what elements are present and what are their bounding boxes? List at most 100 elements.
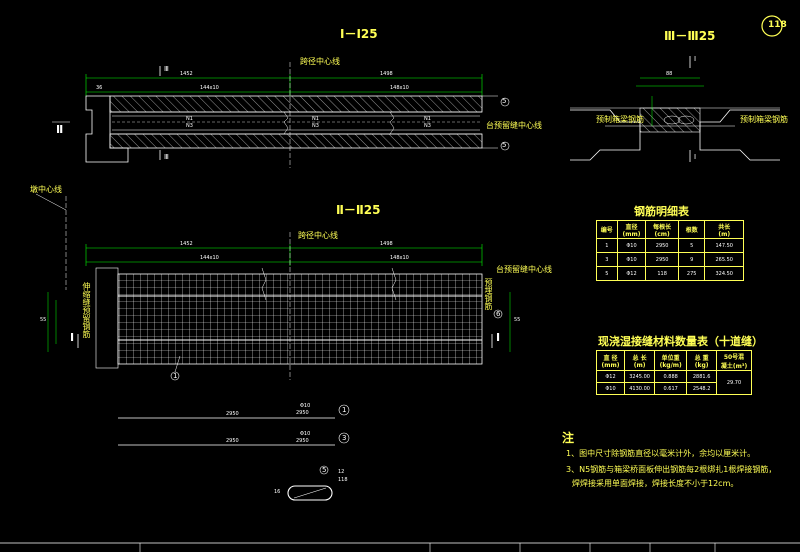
rebar-th-no: 编号 xyxy=(596,220,618,239)
abutment-gap-label-top: 台预留缝中心线 xyxy=(486,121,542,130)
mat-cell: 2881.6 xyxy=(686,370,718,383)
rebar-cell: 1 xyxy=(596,238,618,253)
phi10-bar1: Φ10 xyxy=(300,403,311,409)
section-mark-I-left: Ⅰ xyxy=(70,331,75,344)
view-title-I: Ⅰ－Ⅰ25 xyxy=(340,27,378,41)
pier-center-leader xyxy=(35,193,67,290)
section-mark-I-bottom: Ⅰ xyxy=(694,153,697,161)
mat-cell: 4130.00 xyxy=(624,382,656,395)
dim-1498-top: 1498 xyxy=(380,71,393,77)
length-bar1: 2950 xyxy=(296,410,309,416)
dim-36: 36 xyxy=(96,85,103,91)
dim-148x10-top: 148x10 xyxy=(390,85,409,91)
span-center-label-top: 跨径中心线 xyxy=(300,57,340,66)
mat-th-unit: 单位重 (kg/m) xyxy=(654,350,688,371)
rebar-details xyxy=(118,404,350,501)
rebar-th-count: 根数 xyxy=(677,220,706,239)
section-mark-III-bottom: Ⅲ xyxy=(164,153,169,161)
rebar-th-dia: 直径 (mm) xyxy=(616,220,647,239)
precast-rebar-label-right: 预制箱梁钢筋 xyxy=(740,115,788,124)
border-frame xyxy=(0,542,800,552)
table-row: 1 Φ10 2950 5 147.50 xyxy=(596,238,744,253)
mat-cell-concrete: 29.70 xyxy=(716,370,752,395)
rebar-cell: 2950 xyxy=(645,238,679,253)
rebar-cell: 118 xyxy=(645,266,679,281)
embedded-rebar-label: 预埋钢筋 xyxy=(484,278,493,310)
abutment-gap-label-mid: 台预留缝中心线 xyxy=(496,265,552,274)
view-III-section xyxy=(570,56,780,162)
dim-88: 88 xyxy=(666,71,673,77)
rebar-cell: 147.50 xyxy=(704,238,744,253)
rebar-N3-a: N3 xyxy=(186,123,193,129)
rebar-th-total: 共长 (m) xyxy=(704,220,744,239)
table-row: Φ12 3245.00 0.888 2881.6 29.70 xyxy=(595,370,752,395)
dim-55-right: 55 xyxy=(514,317,521,323)
dim-2950-bar3: 2950 xyxy=(226,438,239,444)
view-title-III: Ⅲ－Ⅲ25 xyxy=(664,29,716,43)
callout-3-bar: 3 xyxy=(342,434,347,442)
rebar-cell: Φ10 xyxy=(616,252,647,267)
sheet-number: 118 xyxy=(768,20,787,30)
section-mark-III-top: Ⅲ xyxy=(164,65,169,73)
callout-6: 6 xyxy=(496,310,501,318)
dim-1498-mid: 1498 xyxy=(380,241,393,247)
rebar-N3-b: N3 xyxy=(312,123,319,129)
view-II-plan xyxy=(47,232,511,381)
dim-12-stirrup: 12 xyxy=(338,469,345,475)
view-I-elevation xyxy=(52,62,510,168)
note-line-2: 3、N5钢筋与箱梁桥面板伸出钢筋每2根绑扎1根焊接钢筋， xyxy=(566,465,777,474)
pier-center-label: 墩中心线 xyxy=(30,185,62,194)
mat-th-dia: 直 径 (mm) xyxy=(595,350,626,371)
table-row: 3 Φ10 2950 9 265.50 xyxy=(596,252,744,267)
section-mark-I-right: Ⅰ xyxy=(496,331,501,344)
mat-th-len: 总 长 (m) xyxy=(624,350,656,371)
dim-148x10-mid: 148x10 xyxy=(390,255,409,261)
dim-118-stirrup: 118 xyxy=(338,477,348,483)
rebar-cell: 5 xyxy=(677,238,706,253)
dim-144x10-top: 144x10 xyxy=(200,85,219,91)
material-table: 直 径 (mm) 总 长 (m) 单位重 (kg/m) 总 重 (kg) 50号… xyxy=(595,350,752,395)
view-title-II: Ⅱ－Ⅱ25 xyxy=(336,203,381,217)
rebar-N1-a: N1 xyxy=(186,116,193,122)
rebar-N1-b: N1 xyxy=(312,116,319,122)
mat-cell: Φ10 xyxy=(595,382,626,395)
dim-1452-mid: 1452 xyxy=(180,241,193,247)
rebar-cell: 324.50 xyxy=(704,266,744,281)
callout-5-top: 5 xyxy=(502,97,507,105)
mat-cell: 0.617 xyxy=(654,382,688,395)
rebar-cell: 5 xyxy=(596,266,618,281)
dim-2950-bar1: 2950 xyxy=(226,411,239,417)
mat-cell: 2548.2 xyxy=(686,382,718,395)
dim-16-stirrup: 16 xyxy=(274,489,281,495)
expansion-rebar-label: 伸缩缝预留钢筋 xyxy=(82,282,91,338)
mat-th-weight: 总 重 (kg) xyxy=(686,350,718,371)
mat-th-concrete: 50号混 凝土(m³) xyxy=(716,350,752,371)
rebar-cell: 2950 xyxy=(645,252,679,267)
rebar-cell: 265.50 xyxy=(704,252,744,267)
note-line-3: 焊焊接采用单面焊接，焊接长度不小于12cm。 xyxy=(572,479,739,488)
dim-144x10-mid: 144x10 xyxy=(200,255,219,261)
mat-cell: 0.888 xyxy=(654,370,688,383)
notes-heading: 注 xyxy=(562,431,575,445)
rebar-cell: Φ10 xyxy=(616,238,647,253)
callout-5-bottom: 5 xyxy=(502,141,507,149)
callout-1-bar: 1 xyxy=(342,406,347,414)
sheet-number-circle xyxy=(761,15,783,37)
phi10-bar3: Φ10 xyxy=(300,431,311,437)
rebar-N3-c: N3 xyxy=(424,123,431,129)
callout-1-plan: 1 xyxy=(173,372,178,380)
rebar-table-title: 钢筋明细表 xyxy=(634,205,689,218)
rebar-th-len: 每根长 (cm) xyxy=(645,220,679,239)
dim-1452-top: 1452 xyxy=(180,71,193,77)
span-center-label-mid: 跨径中心线 xyxy=(298,231,338,240)
section-mark-II-left: Ⅱ xyxy=(56,123,64,136)
table-row: 5 Φ12 118 275 324.50 xyxy=(596,266,744,281)
rebar-table: 编号 直径 (mm) 每根长 (cm) 根数 共长 (m) 1 Φ10 2950… xyxy=(596,220,744,281)
callout-5-stirrup: 5 xyxy=(322,466,327,474)
mat-cell: Φ12 xyxy=(595,370,626,383)
material-table-title: 现浇湿接缝材料数量表（十道缝） xyxy=(598,335,763,348)
precast-rebar-label-left: 预制箱梁钢筋 xyxy=(596,115,644,124)
length-bar3: 2950 xyxy=(296,438,309,444)
